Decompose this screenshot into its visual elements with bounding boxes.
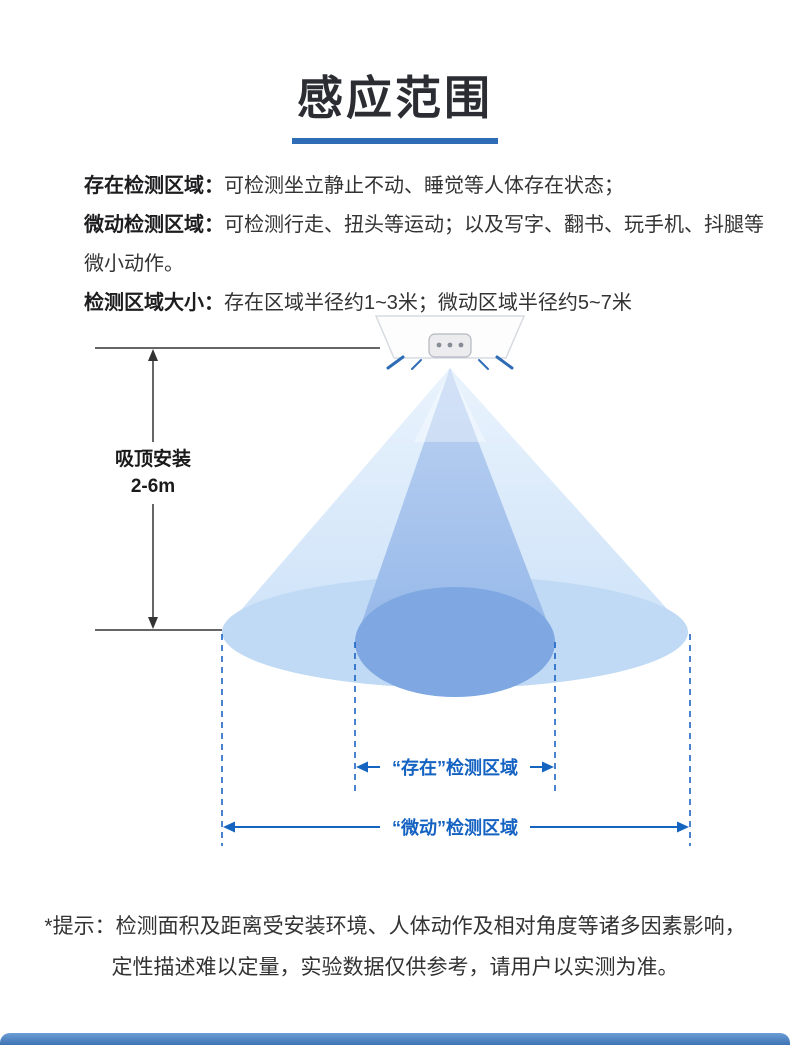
detection-range-diagram: 吸顶安装 2-6m “存在”检测区域 “微动”检测区域	[0, 290, 790, 860]
micro-motion-area-arrowhead-right	[677, 821, 689, 833]
description-text-size: 存在区域半径约1~3米；微动区域半径约5~7米	[224, 292, 632, 314]
footnote-line1: *提示：检测面积及距离受安装环境、人体动作及相对角度等诸多因素影响，	[44, 915, 746, 938]
mount-height-label: 吸顶安装 2-6m	[106, 442, 200, 504]
footnote: *提示：检测面积及距离受安装环境、人体动作及相对角度等诸多因素影响， 定性描述难…	[0, 906, 790, 988]
sensor-signal-mark-left	[386, 355, 405, 370]
description-label-micromotion: 微动检测区域：	[84, 214, 224, 236]
beam-highlight	[414, 370, 486, 442]
title-underline	[292, 138, 498, 144]
description-text-presence: 可检测坐立静止不动、睡觉等人体存在状态；	[224, 175, 624, 197]
presence-area-arrowhead-right	[542, 761, 554, 773]
micro-motion-area-label: “微动”检测区域	[380, 812, 530, 842]
bottom-accent-bar	[0, 1033, 790, 1045]
description-text-micromotion: 可检测行走、扭头等运动；以及写字、翻书、玩手机、抖腿等微小动作。	[84, 214, 764, 275]
description-block: 存在检测区域：可检测坐立静止不动、睡觉等人体存在状态； 微动检测区域：可检测行走…	[84, 167, 766, 323]
footnote-line2: 定性描述难以定量，实验数据仅供参考，请用户以实测为准。	[111, 956, 679, 979]
sensor-signal-mark-inner-right	[478, 359, 489, 370]
description-line-micromotion: 微动检测区域：可检测行走、扭头等运动；以及写字、翻书、玩手机、抖腿等微小动作。	[84, 206, 766, 284]
description-line-size: 检测区域大小：存在区域半径约1~3米；微动区域半径约5~7米	[84, 284, 766, 323]
presence-floor-ellipse	[355, 587, 555, 697]
sensor-detail-dot	[458, 342, 464, 348]
sensor-detail-dot	[447, 342, 453, 348]
sensor-signal-mark-right	[495, 355, 514, 370]
header: 感应范围	[0, 62, 790, 144]
detection-range-illustration	[95, 315, 691, 846]
sensor-detail-dot	[436, 342, 442, 348]
mount-height-arrowhead-top	[148, 349, 158, 361]
presence-area-arrowhead-left	[356, 761, 368, 773]
presence-area-label: “存在”检测区域	[380, 752, 530, 782]
description-line-presence: 存在检测区域：可检测坐立静止不动、睡觉等人体存在状态；	[84, 167, 766, 206]
sensor-signal-mark-inner-left	[411, 359, 422, 370]
mount-height-arrowhead-bottom	[148, 617, 158, 629]
page-title: 感应范围	[297, 72, 493, 124]
mount-height-label-line2: 2-6m	[130, 476, 176, 497]
description-label-presence: 存在检测区域：	[84, 175, 224, 197]
mount-height-label-line1: 吸顶安装	[114, 449, 192, 470]
description-label-size: 检测区域大小：	[84, 292, 224, 314]
micro-motion-area-arrowhead-left	[223, 821, 235, 833]
